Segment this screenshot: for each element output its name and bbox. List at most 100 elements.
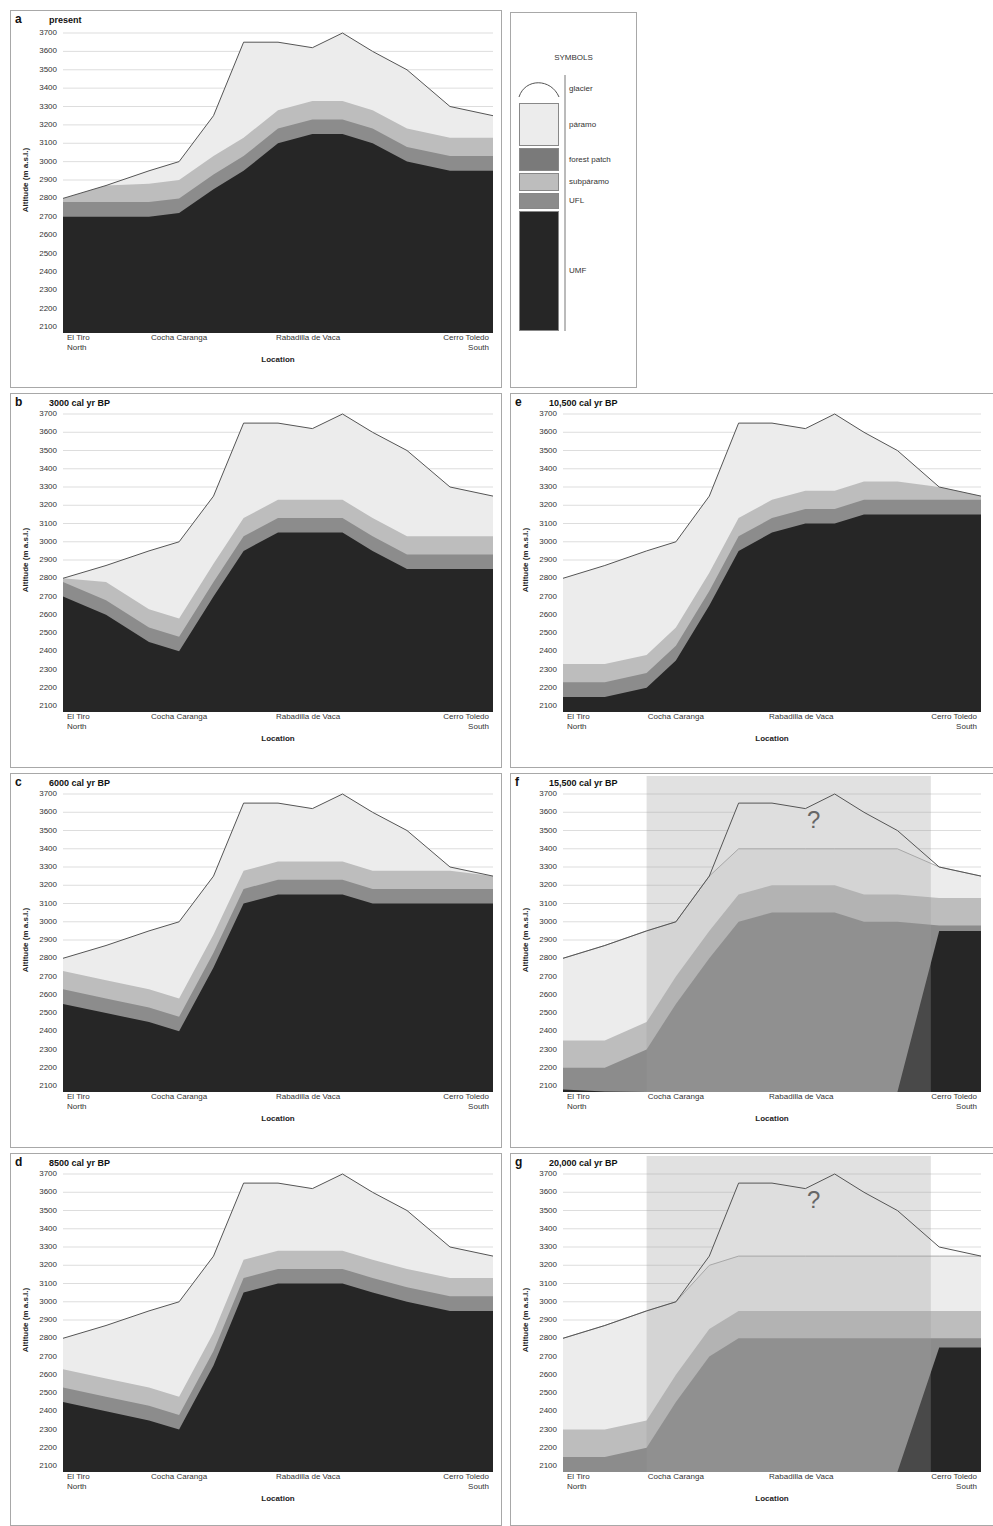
vegetation-illustration: [11, 1154, 502, 1526]
tick-label: 2400: [39, 646, 57, 656]
subparamo-zone: [563, 482, 981, 713]
tick-label: 3700: [39, 409, 57, 419]
paramo-zone: [63, 1174, 493, 1472]
tick-label: 3200: [39, 880, 57, 890]
location-label: Rabadilla de Vaca: [276, 1092, 340, 1102]
location-label: El Tiro North: [567, 1472, 601, 1492]
chart-panel: b3000 cal yr BP3700360035003400330032003…: [10, 393, 502, 768]
chart-panel: g20,000 cal yr BP37003600350034003300320…: [510, 1153, 993, 1526]
location-label: Cocha Caranga: [151, 333, 207, 343]
subparamo-zone: [63, 1251, 493, 1472]
uncertain-shading: [647, 1156, 931, 1472]
tick-label: 3600: [539, 1187, 557, 1197]
vegetation-illustration: [11, 11, 502, 388]
tick-label: 3200: [39, 1260, 57, 1270]
tick-label: 2700: [539, 1352, 557, 1362]
tick-label: 3200: [539, 1260, 557, 1270]
location-label: Cerro Toledo South: [435, 712, 489, 732]
tick-label: 2700: [39, 972, 57, 982]
legend-label: páramo: [569, 120, 634, 130]
tick-label: 3600: [39, 427, 57, 437]
tick-label: 2300: [539, 1045, 557, 1055]
legend-label: UMF: [569, 266, 634, 276]
umf-zone: [63, 1284, 493, 1473]
location-label: El Tiro North: [67, 1092, 101, 1112]
tick-label: 3700: [539, 789, 557, 799]
panel-title: 6000 cal yr BP: [47, 778, 112, 789]
subparamo-zone: [63, 101, 493, 333]
tick-label: 2300: [539, 1425, 557, 1435]
tick-label: 2400: [539, 1026, 557, 1036]
chart-panel: apresent37003600350034003300320031003000…: [10, 10, 502, 388]
tick-label: 3400: [39, 83, 57, 93]
vegetation-illustration: [511, 1154, 993, 1526]
ufl-zone: [63, 880, 493, 1092]
location-label: El Tiro North: [67, 712, 101, 732]
legend-label: glacier: [569, 84, 634, 94]
location-label: Cerro Toledo South: [923, 1092, 977, 1112]
legend-swatch: [519, 173, 559, 191]
tick-label: 3500: [39, 826, 57, 836]
tick-label: 2300: [539, 665, 557, 675]
location-label: El Tiro North: [567, 1092, 601, 1112]
tick-label: 2200: [39, 1063, 57, 1073]
axis-title: Location: [755, 734, 788, 744]
tick-label: 3700: [539, 409, 557, 419]
tick-label: 2800: [539, 953, 557, 963]
tick-label: 3300: [539, 482, 557, 492]
tick-label: 2600: [39, 230, 57, 240]
tick-label: 3000: [39, 917, 57, 927]
question-mark: ?: [807, 1187, 820, 1213]
tick-label: 3100: [39, 899, 57, 909]
vegetation-illustration: [511, 774, 993, 1148]
axis-title: Altitude (m a.s.l.): [21, 528, 31, 592]
tick-label: 3200: [539, 500, 557, 510]
tick-label: 2600: [39, 990, 57, 1000]
axis-title: Altitude (m a.s.l.): [521, 908, 531, 972]
panel-letter: f: [515, 775, 519, 789]
panel-letter: c: [15, 775, 22, 789]
glacier-outline: [563, 414, 981, 578]
tick-label: 2600: [39, 1370, 57, 1380]
tick-label: 3700: [39, 1169, 57, 1179]
tick-label: 2400: [39, 1406, 57, 1416]
location-label: Rabadilla de Vaca: [276, 712, 340, 722]
axis-title: Location: [261, 355, 294, 365]
panel-title: 20,000 cal yr BP: [547, 1158, 620, 1169]
location-label: Rabadilla de Vaca: [769, 1472, 833, 1482]
glacier-sample: [519, 83, 559, 97]
grid-line: [63, 1174, 493, 1175]
legend-swatch: [519, 193, 559, 209]
tick-label: 3400: [539, 464, 557, 474]
tick-label: 2700: [39, 212, 57, 222]
axis-title: Altitude (m a.s.l.): [21, 148, 31, 212]
uncertain-shading: [647, 776, 931, 1092]
tick-label: 2700: [539, 592, 557, 602]
umf-zone: [63, 533, 493, 712]
tick-label: 2900: [39, 175, 57, 185]
tick-label: 2500: [539, 1388, 557, 1398]
tick-label: 2200: [39, 1443, 57, 1453]
tick-label: 2500: [39, 1008, 57, 1018]
tick-label: 2900: [539, 555, 557, 565]
vegetation-illustration: [11, 394, 502, 768]
tick-label: 3400: [539, 844, 557, 854]
question-mark: ?: [807, 807, 820, 833]
tick-label: 2100: [539, 1081, 557, 1091]
location-label: Cerro Toledo South: [435, 333, 489, 353]
tick-label: 2600: [539, 1370, 557, 1380]
location-label: Rabadilla de Vaca: [276, 333, 340, 343]
tick-label: 2400: [539, 646, 557, 656]
tick-label: 2400: [39, 1026, 57, 1036]
axis-title: Location: [261, 1114, 294, 1124]
axis-title: Location: [261, 734, 294, 744]
legend-swatch: [519, 148, 559, 171]
tick-label: 2800: [539, 573, 557, 583]
ufl-zone: [63, 1269, 493, 1472]
location-label: Cocha Caranga: [151, 1472, 207, 1482]
tick-label: 3400: [539, 1224, 557, 1234]
panel-title: 10,500 cal yr BP: [547, 398, 620, 409]
legend-label: forest patch: [569, 155, 634, 165]
tick-label: 2100: [539, 1461, 557, 1471]
